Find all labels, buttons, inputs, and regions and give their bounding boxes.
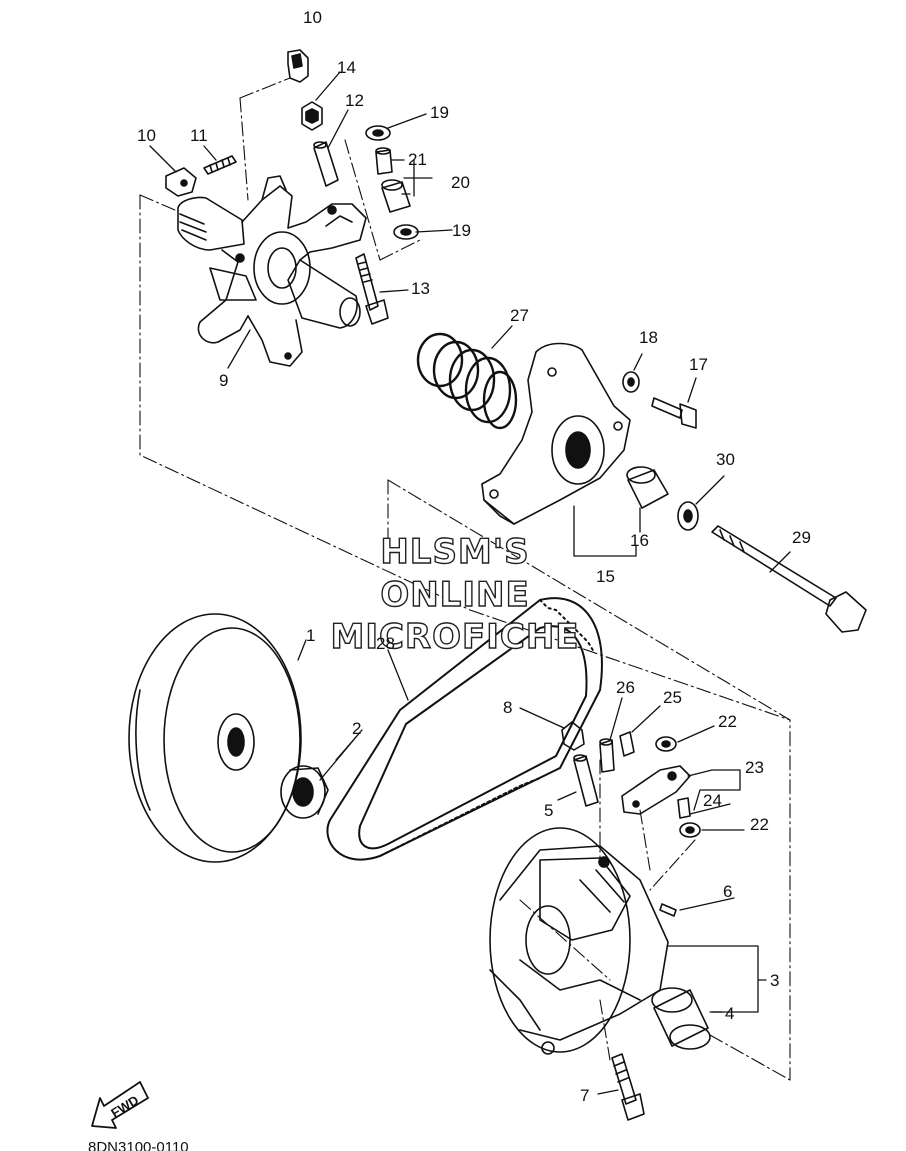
- part-30-washer: [677, 501, 699, 531]
- part-5-shaft: [573, 754, 599, 807]
- callout-12: 12: [345, 91, 364, 110]
- part-24-pin: [677, 797, 691, 819]
- part-3-secondary-sheave: [489, 827, 669, 1055]
- part-25-bolt: [619, 731, 635, 757]
- callout-11: 11: [190, 126, 208, 145]
- callout-19-top: 19: [430, 103, 449, 122]
- callout-15: 15: [596, 567, 615, 586]
- callout-24: 24: [703, 791, 722, 810]
- diagram-code: 8DN3100-0110: [88, 1139, 189, 1151]
- part-10-lower-clip: [165, 167, 197, 197]
- part-14-nut: [301, 101, 323, 131]
- callout-19-bottom: 19: [452, 221, 471, 240]
- callout-27: 27: [510, 306, 529, 325]
- part-26-pin: [599, 738, 615, 773]
- callout-21: 21: [408, 150, 427, 169]
- callout-3: 3: [770, 971, 780, 990]
- part-7-bolt: [611, 1053, 645, 1121]
- part-15-cam-plate: [481, 342, 631, 525]
- part-18-washer: [622, 371, 640, 393]
- part-8-nut: [561, 721, 585, 751]
- part-28-belt: [326, 597, 603, 861]
- callout-22-top: 22: [718, 712, 737, 731]
- callout-10-top: 10: [303, 8, 322, 27]
- part-4-bushing: [651, 987, 711, 1050]
- callout-29: 29: [792, 528, 811, 547]
- part-9-spider-assembly: [177, 175, 367, 367]
- fwd-arrow-icon: [91, 1081, 149, 1129]
- callout-13: 13: [411, 279, 430, 298]
- callout-9: 9: [219, 371, 229, 390]
- part-29-long-bolt: [711, 525, 867, 633]
- part-2-bushing: [280, 765, 329, 819]
- watermark-line-1: HLSM'S: [380, 532, 530, 572]
- callout-5: 5: [544, 801, 554, 820]
- part-23-arm: [621, 765, 691, 815]
- callout-22-bottom: 22: [750, 815, 769, 834]
- part-22-washers: [655, 736, 701, 838]
- part-1-sheave: [128, 613, 302, 863]
- callout-10-lower: 10: [137, 126, 156, 145]
- part-13-bolt: [355, 253, 389, 325]
- part-12-pin: [313, 141, 339, 187]
- callout-16: 16: [630, 531, 649, 550]
- part-6-screw: [659, 903, 677, 917]
- watermark-line-3: MICROFICHE: [330, 617, 580, 657]
- callout-4: 4: [725, 1004, 735, 1023]
- part-16-bushing: [626, 466, 669, 509]
- callout-2: 2: [352, 719, 362, 738]
- callout-17: 17: [689, 355, 708, 374]
- callout-25: 25: [663, 688, 682, 707]
- callout-14: 14: [337, 58, 356, 77]
- callout-18: 18: [639, 328, 658, 347]
- callout-7: 7: [580, 1086, 590, 1105]
- callout-8: 8: [503, 698, 513, 717]
- callout-30: 30: [716, 450, 735, 469]
- callout-23: 23: [745, 758, 764, 777]
- part-17-bolt: [651, 397, 697, 429]
- part-11-pin: [203, 155, 237, 175]
- callout-20: 20: [451, 173, 470, 192]
- callout-leader-lines: [149, 71, 791, 1095]
- part-10-top-clip: [287, 49, 309, 83]
- callout-26: 26: [616, 678, 635, 697]
- watermark-line-2: ONLINE: [380, 575, 530, 615]
- part-19-washers: [365, 125, 419, 240]
- part-21-bushing: [375, 147, 393, 175]
- callout-6: 6: [723, 882, 733, 901]
- callout-28: 28: [376, 634, 395, 653]
- part-27-spring: [416, 332, 518, 430]
- assembly-guide-lines: [139, 77, 791, 1081]
- part-20-roller: [381, 179, 411, 213]
- callout-1: 1: [306, 626, 316, 645]
